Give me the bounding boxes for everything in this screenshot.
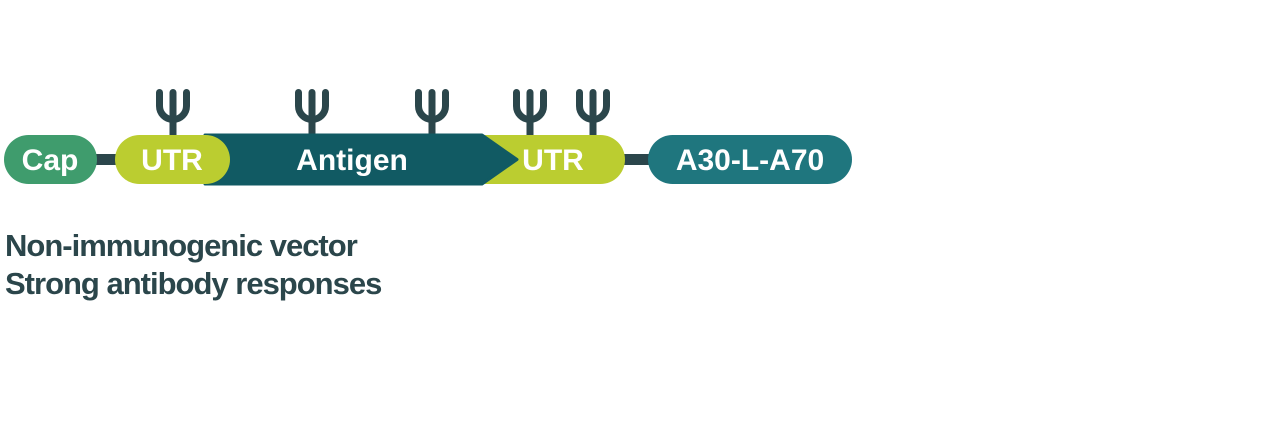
caption-line-2: Strong antibody responses (5, 266, 382, 301)
connector-line (615, 154, 655, 165)
segment-utr-3prime-label: UTR (522, 144, 584, 177)
pseudouridine-psi-icon (299, 93, 326, 139)
segment-cap-label: Cap (22, 144, 79, 177)
segment-poly-a-tail-label: A30-L-A70 (676, 144, 824, 177)
pseudouridine-psi-icon (419, 93, 446, 139)
segment-utr-5prime (115, 135, 230, 184)
pseudouridine-psi-icon (517, 93, 544, 139)
modification-icons (160, 93, 607, 139)
segment-utr-5prime-label: UTR (141, 144, 203, 177)
segment-cap (4, 135, 97, 184)
caption: Non-immunogenic vector Strong antibody r… (5, 227, 382, 303)
connector-line (93, 154, 121, 165)
segment-antigen-label: Antigen (296, 144, 408, 177)
segment-poly-a-tail (648, 135, 852, 184)
pseudouridine-psi-icon (580, 93, 607, 139)
pseudouridine-psi-icon (160, 93, 187, 139)
caption-line-1: Non-immunogenic vector (5, 228, 358, 263)
